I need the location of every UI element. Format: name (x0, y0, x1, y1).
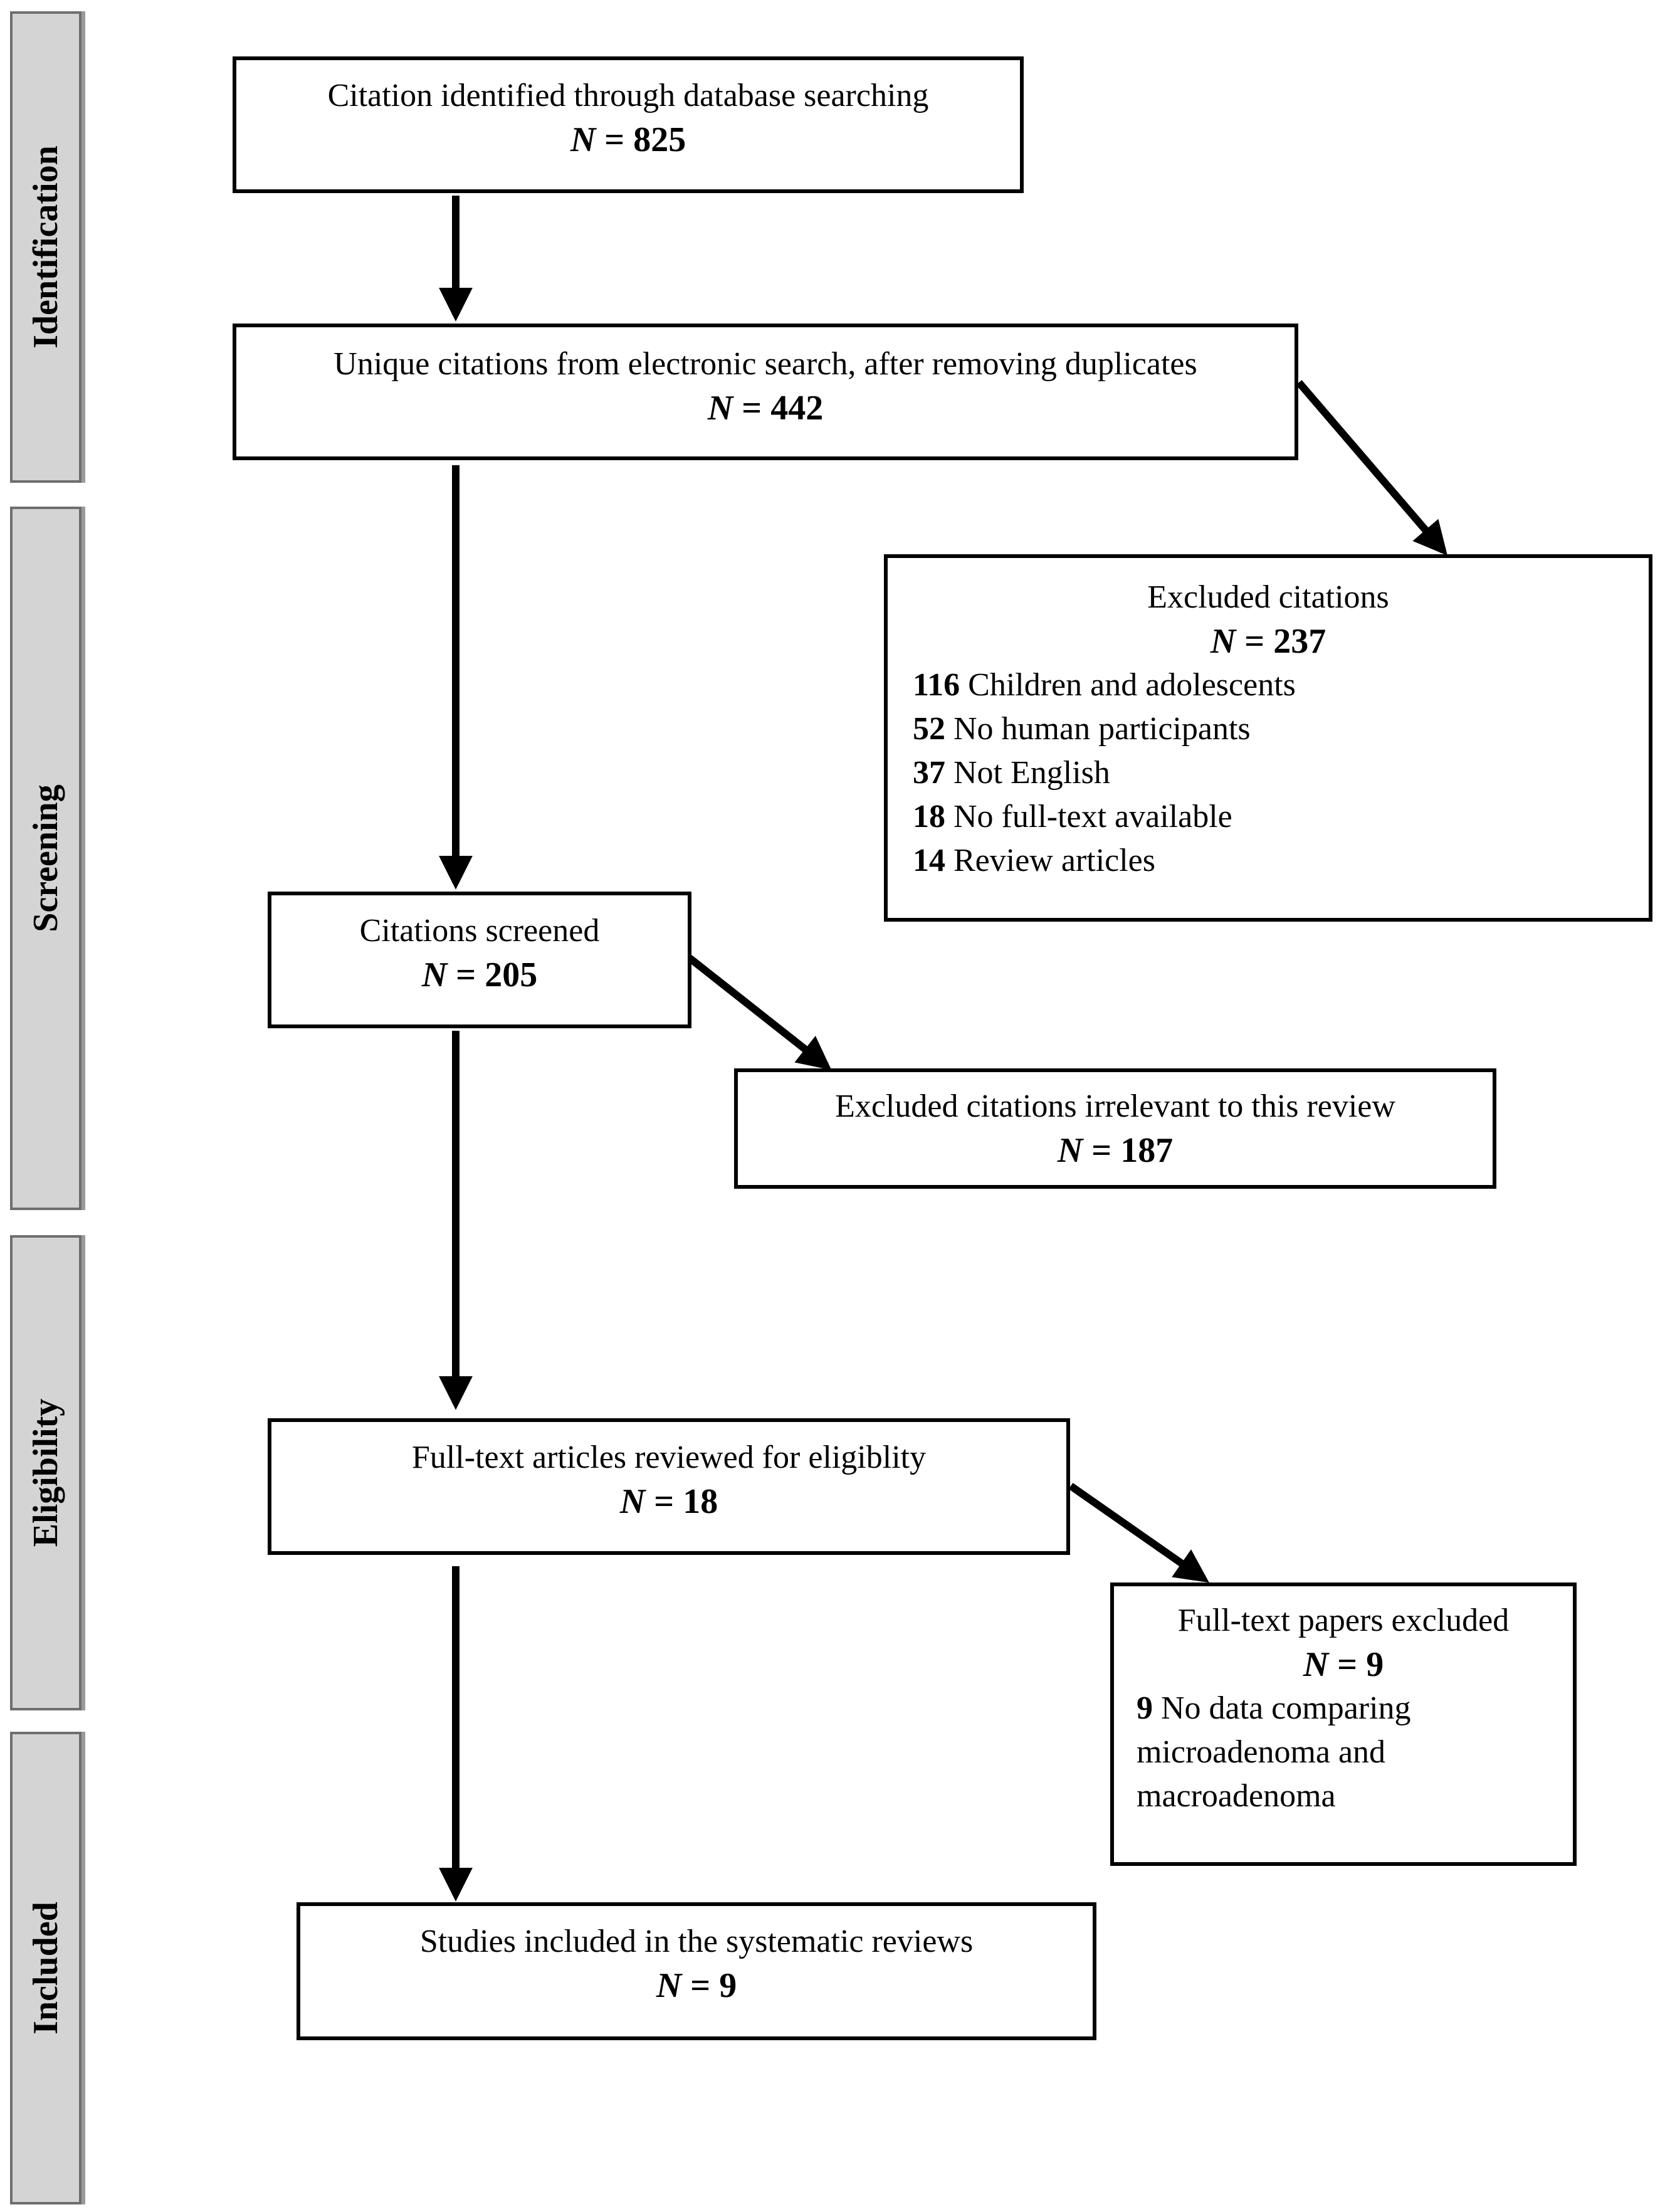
n-symbol: N (707, 389, 733, 428)
reason-count: 9 (1137, 1690, 1153, 1726)
box-count: N = 237 (888, 619, 1649, 663)
box-identified: Citation identified through database sea… (233, 56, 1024, 193)
box-title: Full-text articles reviewed for eligibli… (411, 1440, 927, 1475)
n-value: 442 (770, 389, 824, 428)
box-count: N = 9 (1114, 1643, 1573, 1687)
arrow-fulltext-to-excluded (1068, 1483, 1209, 1583)
box-title: Studies included in the systematic revie… (419, 1924, 974, 1959)
reason-count: 14 (913, 843, 945, 878)
box-included: Studies included in the systematic revie… (297, 1902, 1096, 2040)
reason-count: 37 (913, 755, 945, 791)
n-value: 187 (1120, 1131, 1174, 1170)
reason-text: Review articles (953, 843, 1155, 878)
box-title: Excluded citations irrelevant to this re… (835, 1088, 1395, 1124)
box-title: Excluded citations (1147, 579, 1389, 615)
n-symbol: N (1057, 1131, 1083, 1170)
n-equals: = (1236, 622, 1274, 661)
n-value: 825 (633, 120, 686, 159)
n-symbol: N (656, 1966, 682, 2005)
n-value: 9 (1366, 1645, 1384, 1684)
box-count: N = 18 (271, 1480, 1066, 1524)
arrow-screened-to-irrelevant (687, 955, 832, 1070)
n-equals: = (596, 120, 634, 159)
reason-count: 116 (913, 667, 960, 703)
n-equals: = (681, 1966, 720, 2005)
reason-item: 37 Not English (913, 751, 1649, 795)
reason-text: macroadenoma (1137, 1778, 1336, 1814)
n-equals: = (733, 389, 771, 428)
box-unique: Unique citations from electronic search,… (233, 324, 1298, 460)
phase-screening: Screening (10, 507, 81, 1210)
box-excluded-irrelevant: Excluded citations irrelevant to this re… (734, 1068, 1496, 1189)
reason-item: 116 Children and adolescents (913, 663, 1649, 707)
reason-text: Children and adolescents (968, 667, 1296, 703)
reason-text: No data comparing (1161, 1690, 1411, 1726)
reason-text: microadenoma and (1137, 1734, 1386, 1770)
reason-text: No human participants (953, 711, 1251, 747)
box-count: N = 825 (236, 118, 1020, 162)
box-title: Citation identified through database sea… (327, 78, 929, 113)
reason-count: 18 (913, 799, 945, 835)
box-title: Unique citations from electronic search,… (334, 346, 1197, 382)
phase-included: Included (10, 1732, 81, 2204)
reason-item: 18 No full-text available (913, 795, 1649, 839)
reason-item: macroadenoma (1137, 1774, 1573, 1818)
n-value: 9 (719, 1966, 737, 2005)
n-symbol: N (570, 120, 596, 159)
n-equals: = (1328, 1645, 1367, 1684)
reason-item: 9 No data comparing (1137, 1687, 1573, 1730)
box-excluded-citations: Excluded citations N = 237 116 Children … (884, 554, 1652, 922)
box-fulltext-excluded: Full-text papers excluded N = 9 9 No dat… (1110, 1583, 1577, 1866)
reason-item: 52 No human participants (913, 707, 1649, 751)
exclusion-reasons: 9 No data comparing microadenoma and mac… (1114, 1687, 1573, 1818)
phase-eligibility: Eligibility (10, 1235, 81, 1710)
n-symbol: N (1303, 1645, 1329, 1684)
n-symbol: N (1210, 622, 1236, 661)
box-count: N = 187 (738, 1129, 1493, 1172)
box-count: N = 9 (300, 1964, 1093, 2008)
n-value: 237 (1273, 622, 1326, 661)
n-value: 205 (485, 956, 538, 994)
phase-identification: Identification (10, 11, 81, 483)
n-equals: = (645, 1482, 683, 1521)
reason-text: Not English (953, 755, 1110, 791)
box-screened: Citations screened N = 205 (268, 892, 691, 1028)
box-title: Citations screened (359, 913, 600, 949)
arrow-unique-to-excluded (1296, 380, 1448, 556)
reason-text: No full-text available (953, 799, 1232, 835)
box-fulltext-reviewed: Full-text articles reviewed for eligibli… (268, 1418, 1070, 1555)
n-value: 18 (683, 1482, 718, 1521)
box-title: Full-text papers excluded (1177, 1603, 1510, 1638)
exclusion-reasons: 116 Children and adolescents 52 No human… (888, 663, 1649, 883)
n-symbol: N (421, 956, 448, 994)
n-equals: = (447, 956, 485, 994)
reason-item: 14 Review articles (913, 839, 1649, 883)
reason-count: 52 (913, 711, 945, 747)
n-equals: = (1083, 1131, 1121, 1170)
n-symbol: N (619, 1482, 646, 1521)
reason-item: microadenoma and (1137, 1730, 1573, 1774)
box-count: N = 205 (271, 953, 688, 997)
box-count: N = 442 (236, 386, 1295, 430)
